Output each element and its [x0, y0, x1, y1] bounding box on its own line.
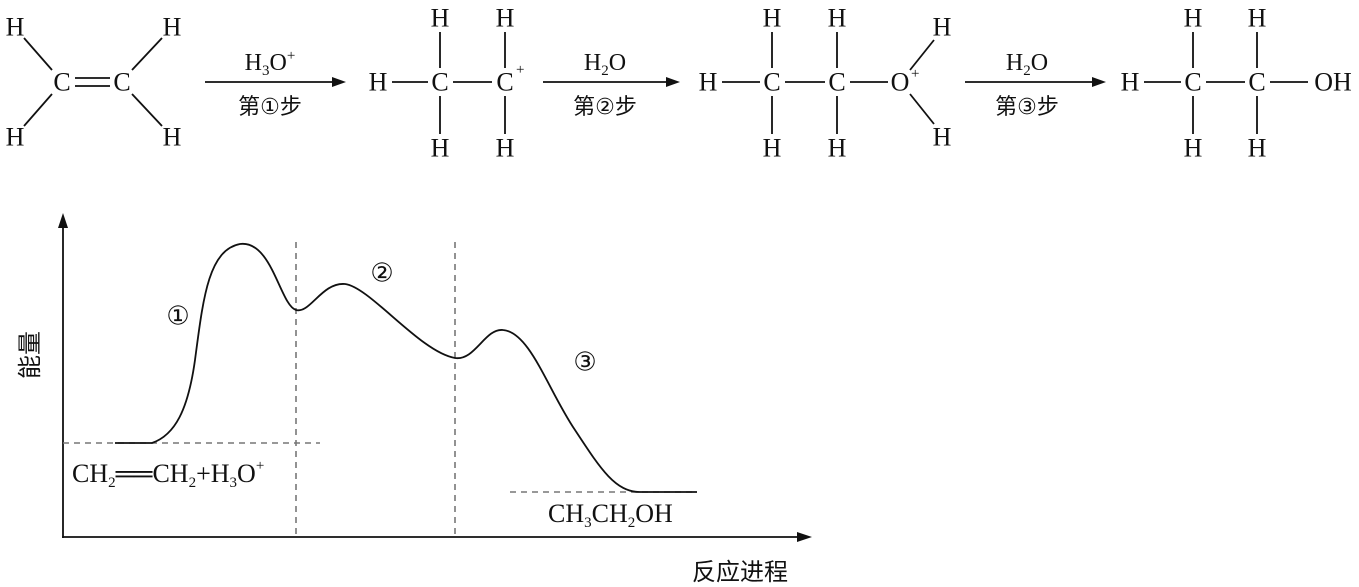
- atom-h: H: [1248, 134, 1267, 163]
- atom-h: H: [431, 134, 450, 163]
- atom-o: O: [891, 68, 910, 97]
- energy-curve: [115, 243, 697, 493]
- atom-c: C: [1184, 68, 1201, 97]
- atom-h: H: [369, 68, 388, 97]
- atom-c: C: [496, 68, 513, 97]
- ethyl-cation-structure: H C C + H H H H: [369, 4, 525, 163]
- positive-charge: +: [516, 62, 524, 78]
- atom-h: H: [1121, 68, 1140, 97]
- step-label: 第①步: [238, 95, 302, 120]
- step-1-label: ①: [166, 302, 189, 331]
- atom-h: H: [1184, 4, 1203, 33]
- energy-profile: 能量 反应进程 ① ② ③ CH2══CH2+H3O+ CH3CH2OH: [16, 213, 812, 586]
- atom-h: H: [699, 68, 718, 97]
- y-axis-label: 能量: [16, 331, 44, 379]
- atom-h: H: [496, 134, 515, 163]
- atom-h: H: [431, 4, 450, 33]
- step-3-label: ③: [573, 348, 596, 377]
- positive-charge: +: [911, 66, 919, 82]
- atom-h: H: [6, 123, 25, 152]
- oxonium-structure: H C C O + H H H H H H: [699, 4, 952, 163]
- atom-h: H: [163, 13, 182, 42]
- reagent-h3o-plus: H3O+: [245, 48, 296, 79]
- atom-h: H: [6, 13, 25, 42]
- reagent-water: H2O: [1006, 50, 1048, 79]
- ethanol-structure: H C C OH H H H H: [1121, 4, 1352, 163]
- hydroxyl-group: OH: [1314, 68, 1352, 97]
- step-label: 第③步: [995, 95, 1059, 120]
- ethylene-structure: H H C C H H: [6, 13, 182, 152]
- reactants-label: CH2══CH2+H3O+: [72, 458, 264, 491]
- step-label: 第②步: [573, 95, 637, 120]
- atom-h: H: [933, 123, 952, 152]
- atom-h: H: [828, 4, 847, 33]
- atom-h: H: [763, 4, 782, 33]
- atom-c: C: [113, 68, 130, 97]
- atom-h: H: [496, 4, 515, 33]
- x-axis-label: 反应进程: [692, 558, 788, 586]
- atom-c: C: [828, 68, 845, 97]
- atom-h: H: [828, 134, 847, 163]
- reaction-arrow-step1: H3O+ 第①步: [205, 48, 346, 120]
- atom-c: C: [1248, 68, 1265, 97]
- atom-c: C: [431, 68, 448, 97]
- atom-h: H: [763, 134, 782, 163]
- atom-h: H: [933, 13, 952, 42]
- atom-h: H: [1184, 134, 1203, 163]
- atom-h: H: [163, 123, 182, 152]
- reaction-arrow-step3: H2O 第③步: [965, 50, 1106, 120]
- step-2-label: ②: [370, 259, 393, 288]
- atom-c: C: [763, 68, 780, 97]
- atom-c: C: [53, 68, 70, 97]
- reagent-water: H2O: [584, 50, 626, 79]
- atom-h: H: [1248, 4, 1267, 33]
- reaction-arrow-step2: H2O 第②步: [543, 50, 680, 120]
- product-label: CH3CH2OH: [548, 499, 673, 531]
